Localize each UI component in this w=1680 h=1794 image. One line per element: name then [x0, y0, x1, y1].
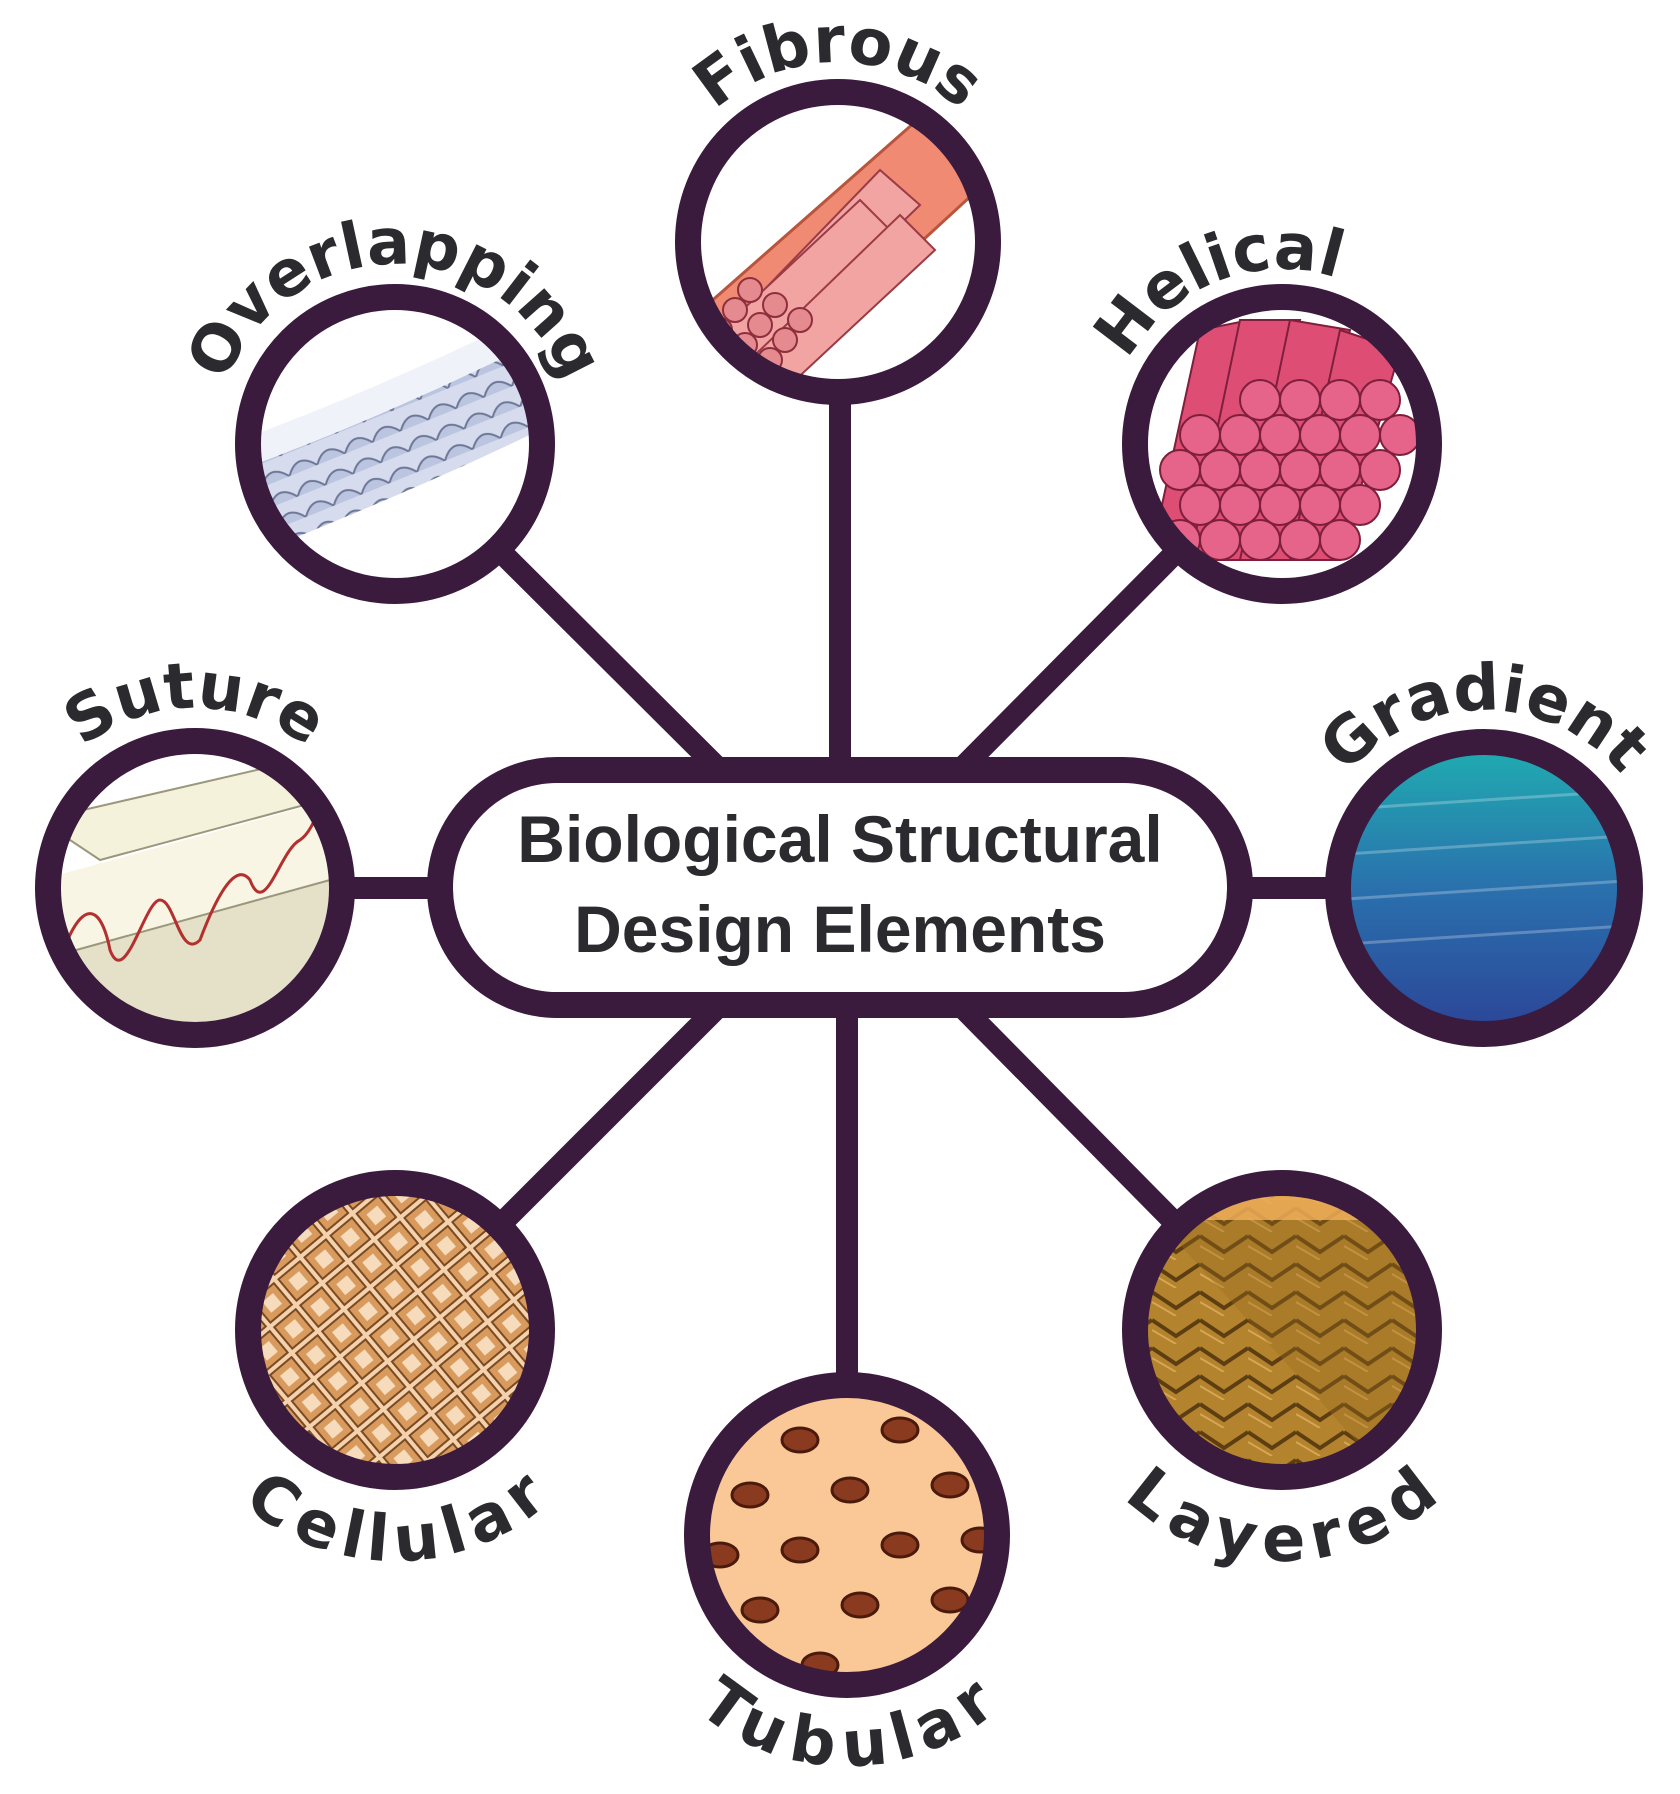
node-suture: Suture	[35, 649, 355, 1048]
connector-helical	[949, 537, 1191, 781]
helical-ring	[1122, 284, 1442, 604]
suture-ring	[35, 728, 355, 1048]
connector-lines	[331, 381, 1349, 1396]
layered-ring	[1122, 1170, 1442, 1490]
fibrous-ring	[675, 79, 1001, 405]
connector-cellular	[486, 994, 731, 1239]
node-cellular: Cellular	[232, 1170, 560, 1578]
node-overlapping: Overlapping	[173, 205, 617, 604]
node-helical: Helical	[1080, 210, 1442, 604]
node-tubular: Tubular	[684, 1372, 1010, 1783]
node-gradient: Gradient	[1306, 651, 1664, 1047]
center-title-line1: Biological Structural	[517, 802, 1162, 876]
center-pill	[427, 757, 1253, 1018]
center-node: Biological Structural Design Elements	[427, 757, 1253, 1018]
tubular-ring	[684, 1372, 1010, 1698]
node-layered: Layered	[1113, 1170, 1451, 1578]
connector-layered	[949, 994, 1191, 1239]
overlapping-ring	[235, 284, 555, 604]
connector-overlapping	[486, 537, 731, 781]
cellular-ring	[235, 1170, 555, 1490]
gradient-ring	[1325, 729, 1643, 1047]
node-fibrous: Fibrous	[675, 4, 1001, 405]
center-title-line2: Design Elements	[574, 892, 1106, 966]
